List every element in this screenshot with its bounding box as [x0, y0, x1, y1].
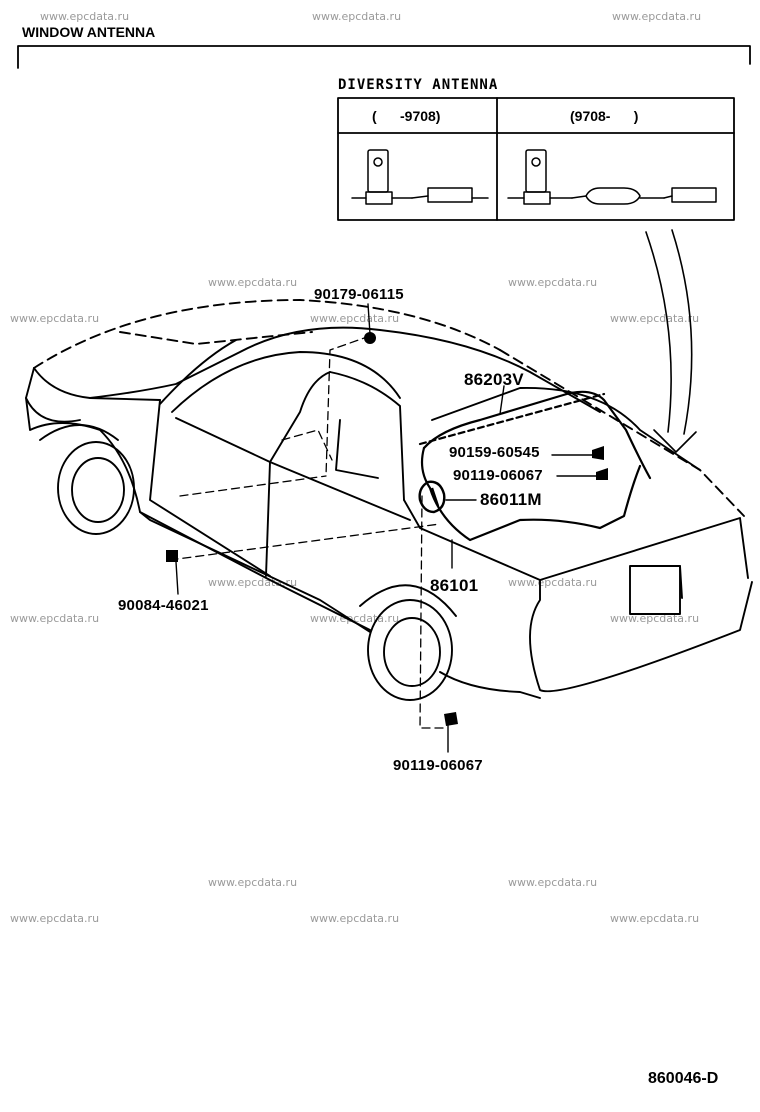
window-antenna-wire [418, 390, 652, 542]
part-label-90119-06067-rear[interactable]: 90119-06067 [453, 467, 543, 484]
watermark-text: www.epcdata.ru [508, 576, 598, 589]
watermark-text: www.epcdata.ru [610, 912, 700, 925]
antenna-amp-early [351, 149, 489, 205]
diversity-antenna-title: DIVERSITY ANTENNA [338, 77, 499, 93]
watermark-text: www.epcdata.ru [208, 276, 298, 289]
watermark-text: www.epcdata.ru [10, 912, 100, 925]
title-bracket [17, 45, 751, 69]
watermark-text: www.epcdata.ru [310, 612, 400, 625]
screw-90159 [592, 446, 604, 460]
watermark-text: www.epcdata.ru [40, 10, 130, 23]
watermark-text: www.epcdata.ru [10, 312, 100, 325]
watermark-text: www.epcdata.ru [610, 612, 700, 625]
watermark-text: www.epcdata.ru [10, 612, 100, 625]
part-label-86101[interactable]: 86101 [430, 576, 479, 595]
watermark-text: www.epcdata.ru [508, 276, 598, 289]
car-body [25, 299, 753, 701]
part-label-90119-06067-lower[interactable]: 90119-06067 [393, 757, 483, 774]
leader-lines [169, 335, 447, 729]
watermark-text: www.epcdata.ru [610, 312, 700, 325]
part-label-86203v[interactable]: 86203V [464, 370, 524, 389]
antenna-amplifier-86011m [418, 480, 446, 514]
figure-code: 860046-D [648, 1070, 719, 1087]
part-label-90179-06115[interactable]: 90179-06115 [314, 286, 404, 303]
watermark-text: www.epcdata.ru [310, 312, 400, 325]
clip-90179 [364, 332, 376, 344]
antenna-amp-late [507, 149, 717, 205]
part-label-86011m[interactable]: 86011M [480, 490, 542, 509]
part-label-90084-46021[interactable]: 90084-46021 [118, 597, 209, 614]
page-title: WINDOW ANTENNA [22, 24, 156, 40]
clip-90084 [166, 550, 178, 562]
watermark-text: www.epcdata.ru [310, 912, 400, 925]
watermark-text: www.epcdata.ru [508, 876, 598, 889]
diversity-col-early: ( -9708) [372, 108, 441, 124]
nut-90119-rear [596, 468, 608, 480]
watermark-text: www.epcdata.ru [612, 10, 702, 23]
watermark-text: www.epcdata.ru [312, 10, 402, 23]
diversity-antenna-table [337, 97, 735, 221]
fasteners [166, 332, 608, 726]
watermark-text: www.epcdata.ru [208, 876, 298, 889]
callout-arrow [645, 229, 697, 453]
part-label-90159-60545[interactable]: 90159-60545 [449, 444, 540, 461]
diversity-col-late: (9708- ) [570, 108, 639, 124]
solid-leaders [175, 303, 599, 753]
nut-90119-lower [444, 712, 458, 726]
